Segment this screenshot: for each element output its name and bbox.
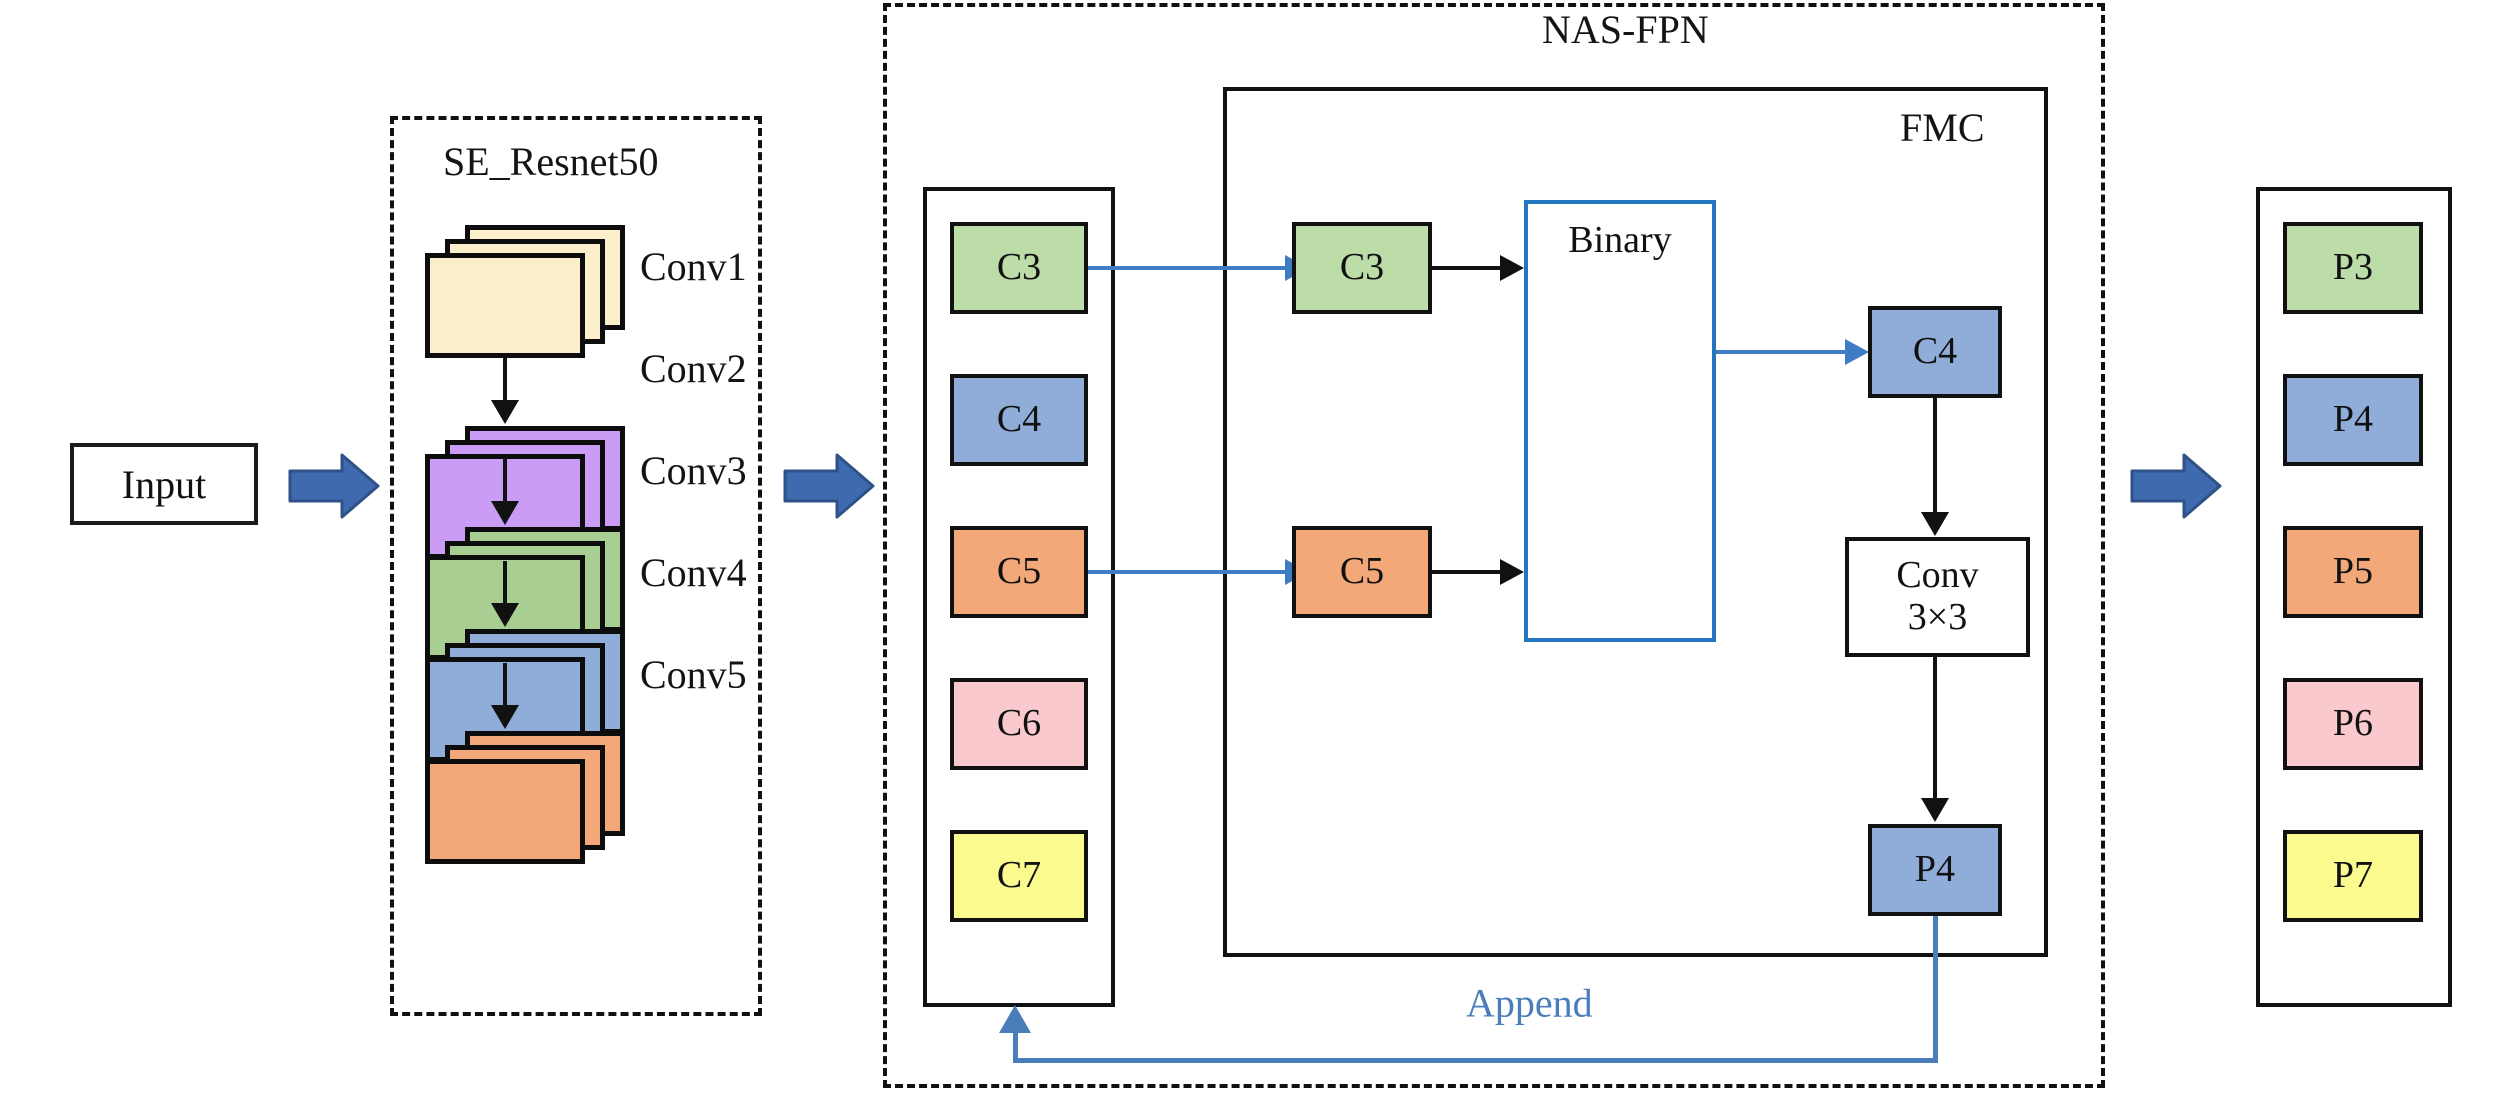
conv-card-front <box>425 759 585 864</box>
output-node-p6[interactable]: P6 <box>2283 678 2423 770</box>
right-block-arrow-icon <box>783 453 875 519</box>
block-arrow-backbone-to-neck <box>783 452 875 520</box>
link-c3-to-fmc-c3 <box>1088 266 1293 270</box>
link-c5-to-fmc-c5 <box>1088 570 1293 574</box>
link-conv-to-p4-arrowhead <box>1921 798 1949 822</box>
feature-node-c4[interactable]: C4 <box>950 374 1088 466</box>
link-fmc-c5-to-binary <box>1432 570 1507 574</box>
fmc-node-c5[interactable]: C5 <box>1292 526 1432 618</box>
input-box: Input <box>70 443 258 525</box>
block-arrow-neck-to-outputs <box>2130 452 2222 520</box>
link-conv-to-p4 <box>1933 657 1937 805</box>
fmc-title: FMC <box>1900 105 1985 150</box>
binary-module-label: Binary <box>1568 219 1672 261</box>
feature-node-c5[interactable]: C5 <box>950 526 1088 618</box>
block-arrow-input-to-backbone <box>288 452 380 520</box>
conv-block-5 <box>425 631 630 864</box>
link-binary-to-c4-arrowhead <box>1845 339 1869 365</box>
output-node-p7-label: P7 <box>2332 854 2374 897</box>
conv3x3-box[interactable]: Conv 3×3 <box>1845 537 2030 657</box>
right-block-arrow-icon <box>288 453 380 519</box>
feature-node-c4-label: C4 <box>996 398 1042 441</box>
conv-card-front <box>425 253 585 358</box>
append-path-vertical-right <box>1933 916 1938 1062</box>
link-binary-to-c4 <box>1716 350 1852 354</box>
backbone-arrowhead-3 <box>491 603 519 627</box>
backbone-group-box <box>390 116 762 1016</box>
backbone-arrowhead-2 <box>491 501 519 525</box>
output-node-p3[interactable]: P3 <box>2283 222 2423 314</box>
backbone-connector-2 <box>503 459 507 507</box>
backbone-arrowhead-1 <box>491 400 519 424</box>
link-fmc-c3-arrowhead <box>1500 255 1524 281</box>
feature-node-c6[interactable]: C6 <box>950 678 1088 770</box>
feature-node-c3[interactable]: C3 <box>950 222 1088 314</box>
output-node-p5[interactable]: P5 <box>2283 526 2423 618</box>
fmc-node-c5-label: C5 <box>1339 550 1385 593</box>
append-label: Append <box>1466 980 1593 1026</box>
output-node-p4[interactable]: P4 <box>2283 374 2423 466</box>
backbone-connector-1 <box>503 358 507 406</box>
output-node-p5-label: P5 <box>2332 550 2374 593</box>
feature-node-c3-label: C3 <box>996 246 1042 289</box>
conv-block-1 <box>425 225 630 360</box>
conv-block-1-label: Conv1 <box>640 244 747 289</box>
conv3x3-label-line1: Conv <box>1896 554 1979 597</box>
output-node-p7[interactable]: P7 <box>2283 830 2423 922</box>
backbone-title: SE_Resnet50 <box>443 139 659 184</box>
link-c4-to-conv <box>1933 398 1937 518</box>
neck-title: NAS-FPN <box>1542 7 1709 52</box>
conv-block-4-label: Conv4 <box>640 550 747 595</box>
output-node-p3-label: P3 <box>2332 246 2374 289</box>
fmc-node-c4[interactable]: C4 <box>1868 306 2002 398</box>
feature-node-c7[interactable]: C7 <box>950 830 1088 922</box>
conv3x3-label-line2: 3×3 <box>1907 596 1968 638</box>
feature-node-c6-label: C6 <box>996 702 1042 745</box>
output-node-p6-label: P6 <box>2332 702 2374 745</box>
backbone-arrowhead-4 <box>491 705 519 729</box>
conv-block-2-label: Conv2 <box>640 346 747 391</box>
fmc-node-p4-label: P4 <box>1914 848 1956 891</box>
fmc-node-c4-label: C4 <box>1912 330 1958 373</box>
append-path-horizontal <box>1013 1058 1938 1063</box>
backbone-connector-4 <box>503 663 507 711</box>
fmc-node-p4[interactable]: P4 <box>1868 824 2002 916</box>
fmc-group-box <box>1223 87 2048 957</box>
input-label: Input <box>121 461 207 507</box>
feature-node-c5-label: C5 <box>996 550 1042 593</box>
fmc-node-c3[interactable]: C3 <box>1292 222 1432 314</box>
right-block-arrow-icon <box>2130 453 2222 519</box>
neck-group-box <box>883 3 2105 1088</box>
link-fmc-c3-to-binary <box>1432 266 1507 270</box>
backbone-connector-3 <box>503 561 507 609</box>
append-path-arrowhead <box>999 1005 1031 1033</box>
conv-block-5-label: Conv5 <box>640 652 747 697</box>
output-node-p4-label: P4 <box>2332 398 2374 441</box>
binary-module-box[interactable]: Binary <box>1524 200 1716 642</box>
fmc-node-c3-label: C3 <box>1339 246 1385 289</box>
append-path-vertical-left <box>1013 1032 1018 1062</box>
link-c4-to-conv-arrowhead <box>1921 512 1949 536</box>
link-fmc-c5-arrowhead <box>1500 559 1524 585</box>
conv-block-3-label: Conv3 <box>640 448 747 493</box>
feature-node-c7-label: C7 <box>996 854 1042 897</box>
